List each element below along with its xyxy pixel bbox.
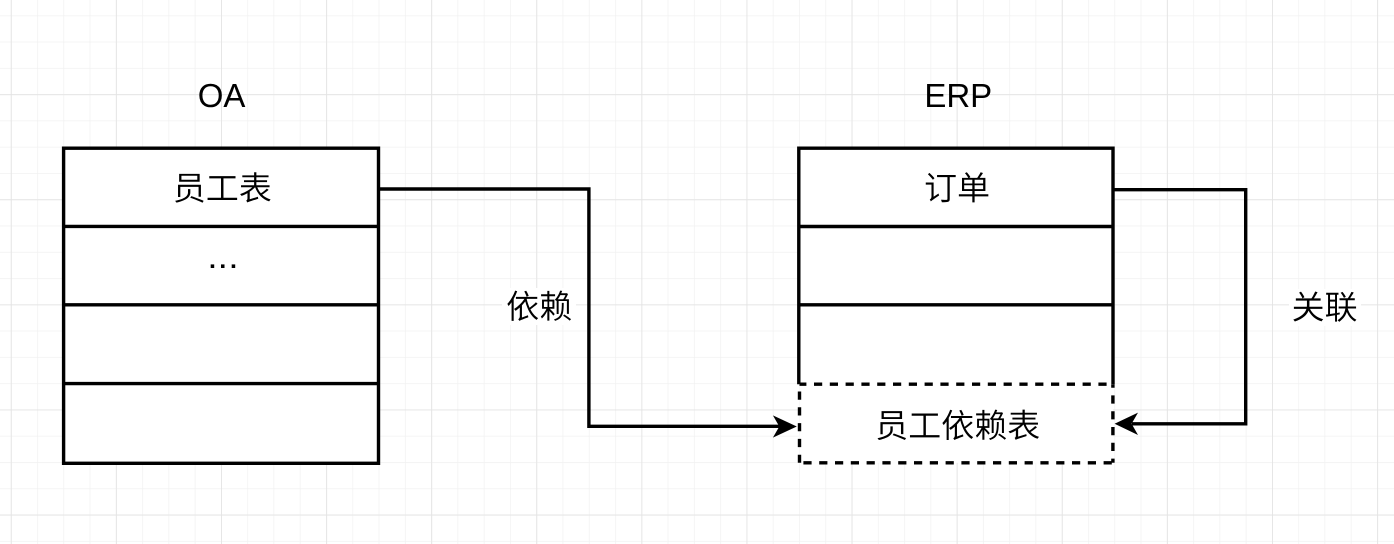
svg-text:ERP: ERP — [924, 77, 992, 114]
svg-text:OA: OA — [198, 77, 246, 114]
